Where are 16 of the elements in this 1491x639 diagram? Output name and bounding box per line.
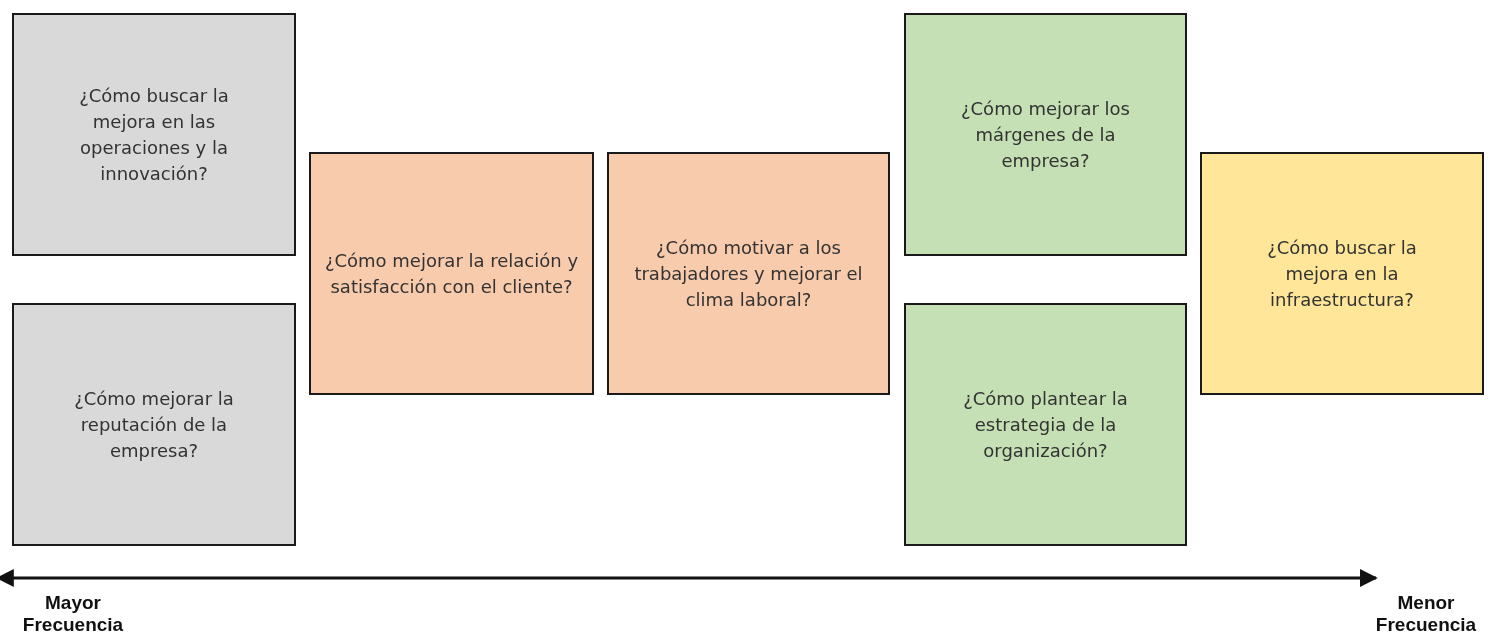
question-text: ¿Cómo plantear la estrategia de la organización? xyxy=(962,386,1129,463)
question-box xyxy=(607,152,890,395)
question-box xyxy=(309,152,594,395)
question-text: ¿Cómo buscar la mejora en las operaciones y la innovación? xyxy=(78,83,230,186)
question-text: ¿Cómo mejorar la reputación de la empresa? xyxy=(73,386,235,463)
question-text: ¿Cómo buscar la mejora en la infraestructura? xyxy=(1266,235,1418,312)
question-text: ¿Cómo motivar a los trabajadores y mejorar el clima laboral? xyxy=(633,235,864,312)
question-text: ¿Cómo mejorar la relación y satisfacción con el cliente? xyxy=(323,248,580,299)
question-box xyxy=(904,303,1187,546)
axis-label: Mayor Frecuencia xyxy=(21,592,125,636)
question-box xyxy=(12,13,296,256)
question-box xyxy=(12,303,296,546)
axis-label: Menor Frecuencia xyxy=(1374,592,1478,636)
question-box xyxy=(904,13,1187,256)
question-text: ¿Cómo mejorar los márgenes de la empresa? xyxy=(960,96,1131,173)
question-box xyxy=(1200,152,1484,395)
